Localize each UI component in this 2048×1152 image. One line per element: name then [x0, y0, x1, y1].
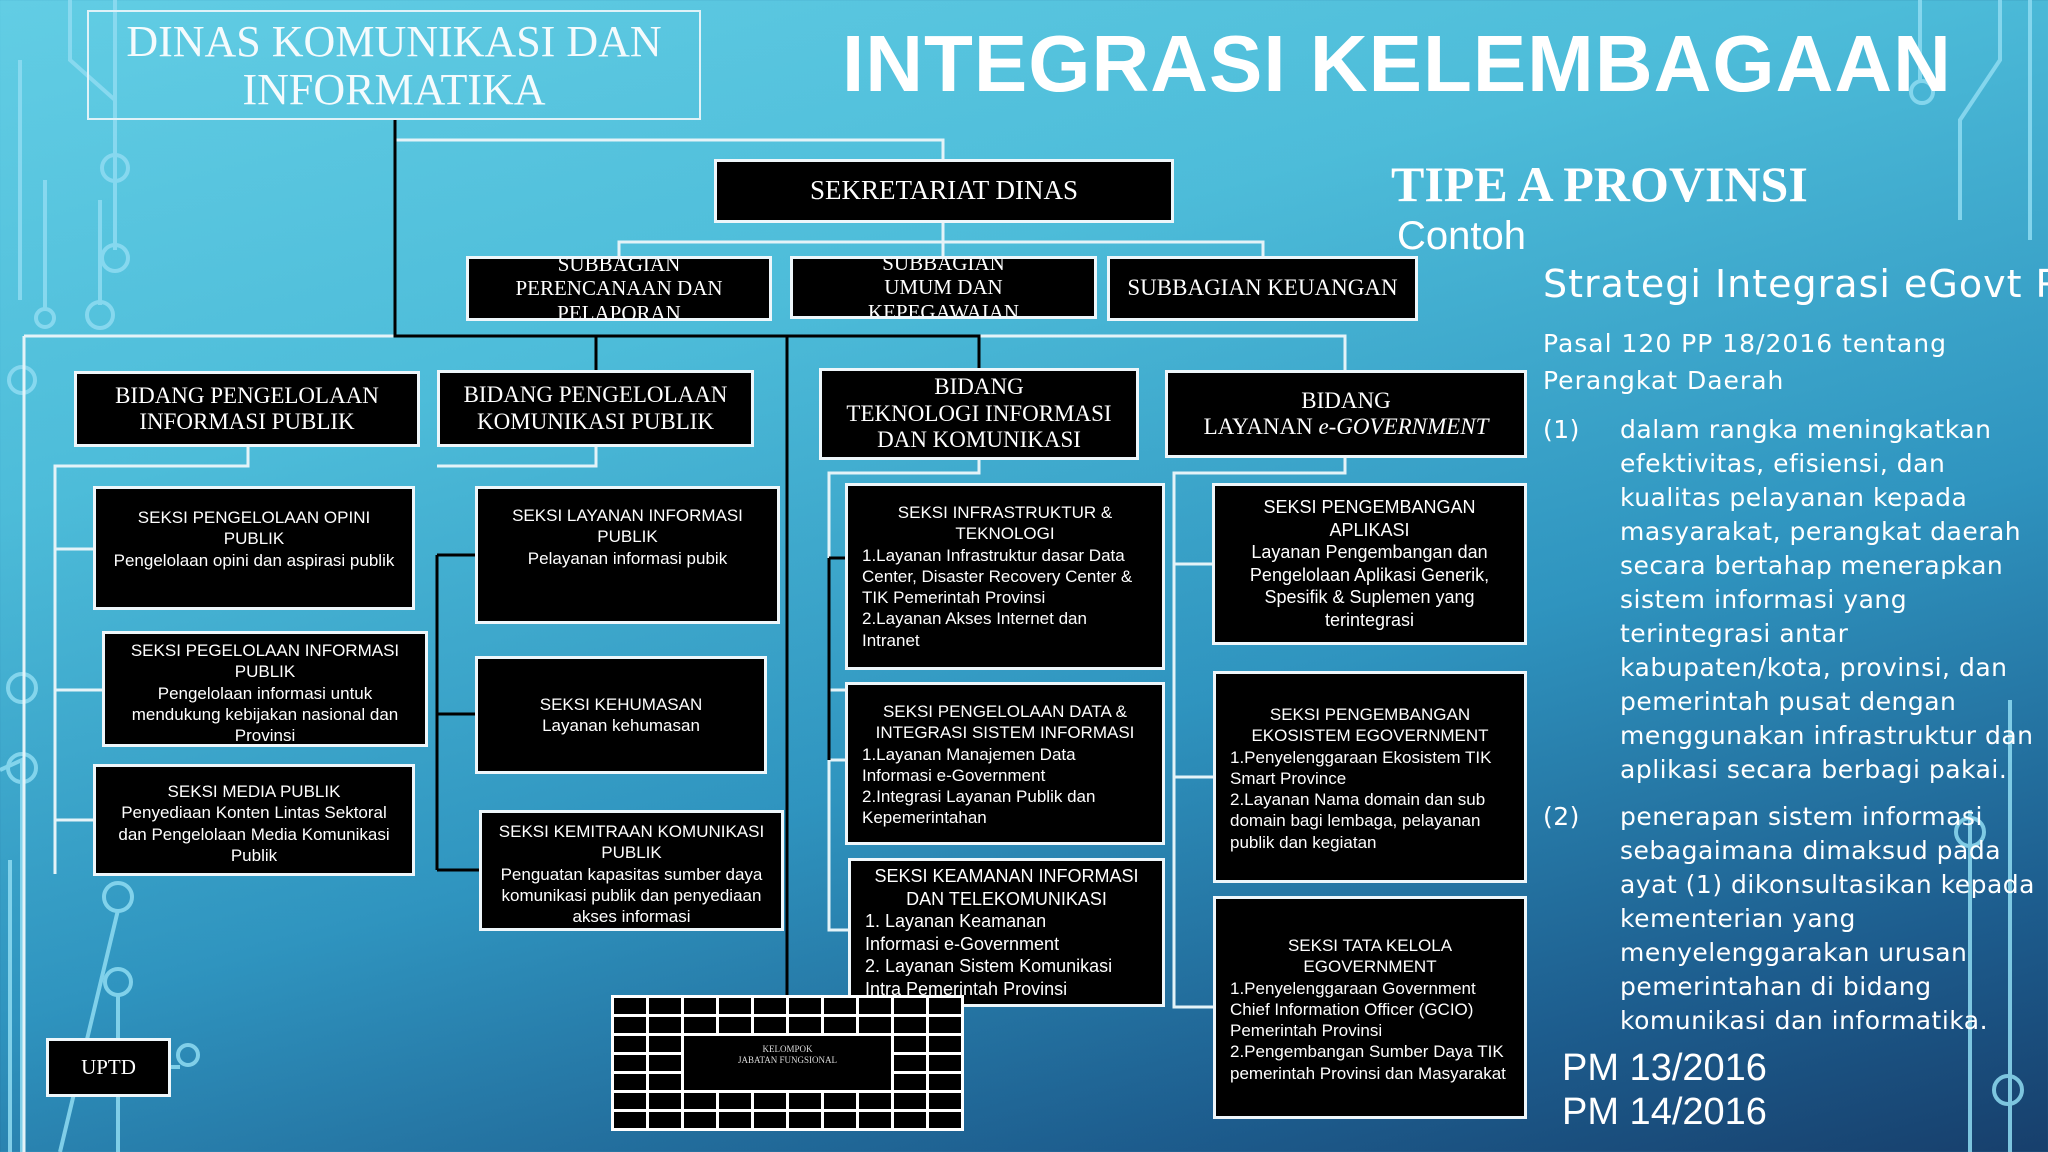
seksi-media-publik-box: SEKSI MEDIA PUBLIK Penyediaan Konten Lin… — [93, 764, 415, 876]
point-text: dalam rangka meningkatkan efektivitas, e… — [1620, 415, 2034, 784]
uptd-box: UPTD — [46, 1038, 171, 1097]
org-name-box: DINAS KOMUNIKASI DAN INFORMATIKA — [87, 10, 701, 120]
seksi-body: Pengelolaan informasi untuk mendukung ke… — [131, 683, 399, 746]
subtitle: Contoh — [1397, 214, 1526, 258]
seksi-title: SEKSI TATA KELOLA EGOVERNMENT — [1287, 936, 1453, 977]
bidang-label-line: TEKNOLOGI INFORMASI — [846, 400, 1112, 426]
seksi-infrastruktur-box: SEKSI INFRASTRUKTUR & TEKNOLOGI 1.Layana… — [845, 483, 1165, 670]
seksi-ekosistem-box: SEKSI PENGEMBANGAN EKOSISTEM EGOVERNMENT… — [1213, 671, 1527, 883]
bidang-label-line: BIDANG PENGELOLAAN — [115, 382, 379, 408]
bidang-informasi-publik-box: BIDANG PENGELOLAAN INFORMASI PUBLIK — [74, 371, 420, 447]
seksi-title: SEKSI MEDIA PUBLIK — [167, 782, 341, 801]
sekretariat-box: SEKRETARIAT DINAS — [714, 159, 1174, 223]
seksi-title: SEKSI KEHUMASAN — [539, 694, 703, 714]
seksi-informasi-publik-box: SEKSI PEGELOLAAN INFORMASI PUBLIK Pengel… — [102, 631, 428, 747]
jabatan-fungsional-label: KELOMPOK JABATAN FUNGSIONAL — [684, 1036, 891, 1090]
subbagian-keuangan-box: SUBBAGIAN KEUANGAN — [1107, 256, 1418, 321]
seksi-body: 1.Penyelenggaraan Government Chief Infor… — [1230, 978, 1506, 1083]
seksi-title: SEKSI INFRASTRUKTUR & TEKNOLOGI — [897, 503, 1113, 544]
seksi-body: 1. Layanan Keamanan Informasi e-Governme… — [865, 911, 1113, 999]
subbagian-label: SUBBAGIAN UMUM DAN KEPEGAWAIAN — [867, 256, 1020, 319]
subbagian-umum-box: SUBBAGIAN UMUM DAN KEPEGAWAIAN — [790, 256, 1097, 319]
seksi-data-integrasi-box: SEKSI PENGELOLAAN DATA & INTEGRASI SISTE… — [845, 682, 1165, 845]
strategy-reference: Pasal 120 PP 18/2016 tentang Perangkat D… — [1543, 329, 1947, 395]
bidang-label-line: KOMUNIKASI PUBLIK — [476, 408, 715, 434]
bidang-label-line: BIDANG — [1301, 387, 1391, 413]
seksi-kemitraan-box: SEKSI KEMITRAAN KOMUNIKASI PUBLIK Pengua… — [479, 810, 784, 931]
seksi-layanan-informasi-box: SEKSI LAYANAN INFORMASI PUBLIK Pelayanan… — [475, 486, 780, 624]
seksi-body: Penguatan kapasitas sumber daya komunika… — [500, 864, 763, 927]
bidang-label-italic: e-GOVERNMENT — [1318, 414, 1489, 439]
seksi-body: 1.Layanan Infrastruktur dasar Data Cente… — [862, 545, 1133, 650]
seksi-body: Layanan Pengembangan dan Pengelolaan Apl… — [1249, 542, 1490, 630]
seksi-body: 1.Penyelenggaraan Ekosistem TIK Smart Pr… — [1230, 747, 1492, 852]
seksi-title: SEKSI PENGEMBANGAN APLIKASI — [1263, 497, 1476, 540]
seksi-body: Pengelolaan opini dan aspirasi publik — [113, 550, 395, 570]
jabatan-fungsional-grid: KELOMPOK JABATAN FUNGSIONAL — [611, 995, 964, 1131]
sekretariat-label: SEKRETARIAT DINAS — [809, 175, 1079, 206]
regulation-references: PM 13/2016 PM 14/2016 — [1562, 1047, 1767, 1133]
page-title: INTEGRASI KELEMBAGAAN — [842, 19, 1952, 108]
seksi-body: 1.Layanan Manajemen Data Informasi e-Gov… — [862, 744, 1096, 828]
strategy-heading: Strategi Integrasi eGovt Per — [1543, 262, 2048, 306]
bidang-tik-box: BIDANG TEKNOLOGI INFORMASI DAN KOMUNIKAS… — [819, 368, 1139, 460]
bidang-label-line: DAN KOMUNIKASI — [877, 427, 1081, 453]
uptd-label: UPTD — [81, 1055, 136, 1079]
white-connectors — [22, 138, 1347, 1152]
subbagian-label: SUBBAGIAN PERENCANAAN DAN PELAPORAN — [515, 256, 723, 321]
black-connectors — [393, 120, 981, 995]
bidang-label-text: LAYANAN — [1203, 414, 1319, 439]
seksi-kehumasan-box: SEKSI KEHUMASAN Layanan kehumasan — [475, 656, 767, 774]
bidang-label-line: BIDANG PENGELOLAAN — [463, 382, 728, 408]
point-number: (1) — [1543, 415, 1580, 444]
subbagian-perencanaan-box: SUBBAGIAN PERENCANAAN DAN PELAPORAN — [466, 256, 772, 321]
bidang-label-line: LAYANAN e-GOVERNMENT — [1204, 414, 1489, 440]
seksi-title: SEKSI PENGELOLAAN OPINI PUBLIK — [137, 508, 371, 549]
seksi-pengembangan-aplikasi-box: SEKSI PENGEMBANGAN APLIKASI Layanan Peng… — [1212, 483, 1527, 645]
seksi-title: SEKSI PENGELOLAAN DATA & INTEGRASI SISTE… — [875, 702, 1135, 743]
seksi-opini-publik-box: SEKSI PENGELOLAAN OPINI PUBLIK Pengelola… — [93, 486, 415, 610]
seksi-body: Layanan kehumasan — [542, 716, 700, 735]
seksi-title: SEKSI KEMITRAAN KOMUNIKASI PUBLIK — [498, 822, 765, 863]
seksi-keamanan-box: SEKSI KEAMANAN INFORMASI DAN TELEKOMUNIK… — [848, 858, 1165, 1007]
point-number: (2) — [1543, 802, 1580, 831]
point-text: penerapan sistem informasi sebagaimana d… — [1620, 802, 2035, 1035]
seksi-title: SEKSI KEAMANAN INFORMASI DAN TELEKOMUNIK… — [874, 866, 1139, 909]
bidang-label-line: BIDANG — [934, 374, 1024, 400]
bidang-label-line: INFORMASI PUBLIK — [139, 409, 355, 434]
seksi-title: SEKSI PENGEMBANGAN EKOSISTEM EGOVERNMENT — [1251, 705, 1489, 746]
bidang-egovernment-box: BIDANG LAYANAN e-GOVERNMENT — [1165, 370, 1527, 458]
bidang-komunikasi-publik-box: BIDANG PENGELOLAAN KOMUNIKASI PUBLIK — [437, 370, 754, 447]
seksi-title: SEKSI PEGELOLAAN INFORMASI PUBLIK — [130, 641, 400, 682]
seksi-body: Pelayanan informasi pubik — [527, 548, 728, 568]
seksi-body: Penyediaan Konten Lintas Sektoral dan Pe… — [118, 803, 390, 865]
org-name: DINAS KOMUNIKASI DAN INFORMATIKA — [126, 17, 662, 114]
subbagian-label: SUBBAGIAN KEUANGAN — [1127, 275, 1398, 301]
seksi-tata-kelola-box: SEKSI TATA KELOLA EGOVERNMENT 1.Penyelen… — [1213, 896, 1527, 1119]
seksi-title: SEKSI LAYANAN INFORMASI PUBLIK — [512, 506, 743, 547]
type-label: TIPE A PROVINSI — [1391, 156, 1808, 212]
